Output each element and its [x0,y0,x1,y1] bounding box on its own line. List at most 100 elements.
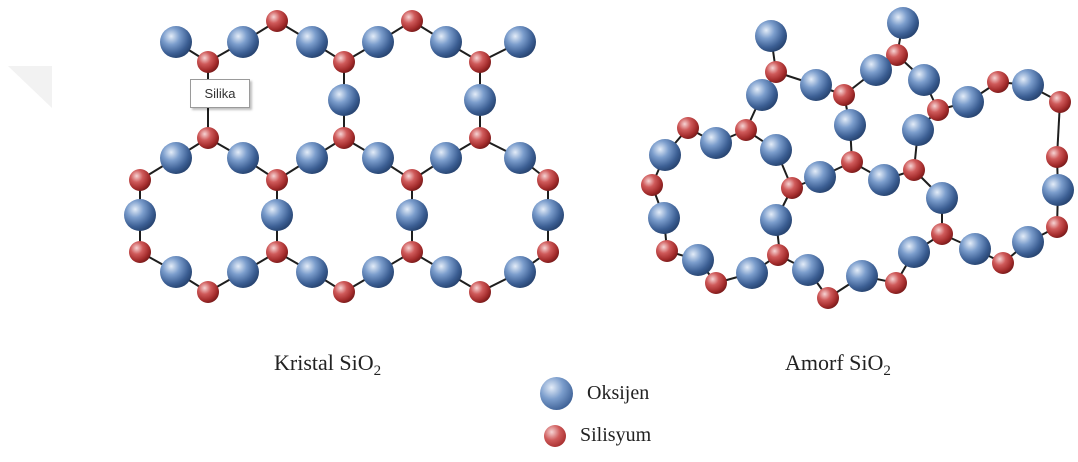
oxygen-atom [908,64,940,96]
decorative-corner-shape [8,66,52,108]
oxygen-atom [860,54,892,86]
oxygen-atom [227,26,259,58]
amorphous-caption-text: Amorf SiO [785,350,884,375]
oxygen-atom [396,199,428,231]
silicon-atom [987,71,1009,93]
silicon-atom [333,281,355,303]
silicon-atom [401,10,423,32]
oxygen-atom [362,26,394,58]
legend-silicon: Silisyum [544,424,651,447]
oxygen-atom [926,182,958,214]
oxygen-atom [296,256,328,288]
oxygen-atom [800,69,832,101]
oxygen-atom [430,142,462,174]
oxygen-sphere-icon [540,377,573,410]
oxygen-atom [649,139,681,171]
atoms-layer [124,7,1074,309]
silicon-atom [656,240,678,262]
silicon-atom [469,51,491,73]
silicon-atom [817,287,839,309]
legend-oxygen: Oksijen [540,377,649,410]
oxygen-atom [760,134,792,166]
amorphous-caption: Amorf SiO2 [785,350,891,380]
legend-silicon-label: Silisyum [580,424,652,446]
silicon-atom [931,223,953,245]
oxygen-atom [227,142,259,174]
silicon-atom [705,272,727,294]
oxygen-atom [887,7,919,39]
silicon-atom [537,241,559,263]
oxygen-atom [160,142,192,174]
silicon-atom [469,127,491,149]
oxygen-atom [227,256,259,288]
silicon-atom [333,127,355,149]
silicon-atom [992,252,1014,274]
silicon-atom [197,127,219,149]
silicon-atom [266,241,288,263]
oxygen-atom [648,202,680,234]
oxygen-atom [160,256,192,288]
silicon-atom [735,119,757,141]
silicon-atom [903,159,925,181]
oxygen-atom [160,26,192,58]
oxygen-atom [700,127,732,159]
oxygen-atom [430,26,462,58]
amorphous-caption-subscript: 2 [883,363,891,379]
crystal-caption: Kristal SiO2 [274,350,381,380]
oxygen-atom [296,142,328,174]
silicon-atom [1046,146,1068,168]
silicon-atom [333,51,355,73]
silicon-atom [129,169,151,191]
silicon-atom [781,177,803,199]
silicon-atom [886,44,908,66]
oxygen-atom [328,84,360,116]
silicon-atom [469,281,491,303]
oxygen-atom [846,260,878,292]
silicon-atom [266,10,288,32]
oxygen-atom [746,79,778,111]
oxygen-atom [959,233,991,265]
oxygen-atom [261,199,293,231]
oxygen-atom [504,142,536,174]
oxygen-atom [898,236,930,268]
silicon-atom [677,117,699,139]
silicon-atom [765,61,787,83]
silicon-atom [129,241,151,263]
oxygen-atom [760,204,792,236]
oxygen-atom [952,86,984,118]
oxygen-atom [868,164,900,196]
oxygen-atom [834,109,866,141]
oxygen-atom [804,161,836,193]
silicon-atom [927,99,949,121]
silicon-atom [1046,216,1068,238]
oxygen-atom [902,114,934,146]
silicon-atom [401,241,423,263]
oxygen-atom [1012,226,1044,258]
oxygen-atom [362,142,394,174]
oxygen-atom [430,256,462,288]
silika-tooltip: Silika [190,79,250,108]
silicon-atom [833,84,855,106]
crystal-caption-subscript: 2 [373,363,382,379]
oxygen-atom [1012,69,1044,101]
silicon-atom [197,51,219,73]
silicon-atom [1049,91,1071,113]
silica-structure-diagram [124,7,1074,309]
oxygen-atom [362,256,394,288]
silicon-sphere-icon [544,424,566,447]
oxygen-atom [792,254,824,286]
silicon-atom [767,244,789,266]
silicon-atom [641,174,663,196]
silicon-atom [841,151,863,173]
oxygen-atom [504,256,536,288]
oxygen-atom [124,199,156,231]
oxygen-atom [532,199,564,231]
oxygen-atom [682,244,714,276]
oxygen-atom [296,26,328,58]
oxygen-atom [1042,174,1074,206]
silicon-atom [197,281,219,303]
crystal-caption-text: Kristal SiO [274,350,374,375]
silicon-atom [885,272,907,294]
legend-oxygen-label: Oksijen [587,382,650,404]
silicon-atom [401,169,423,191]
